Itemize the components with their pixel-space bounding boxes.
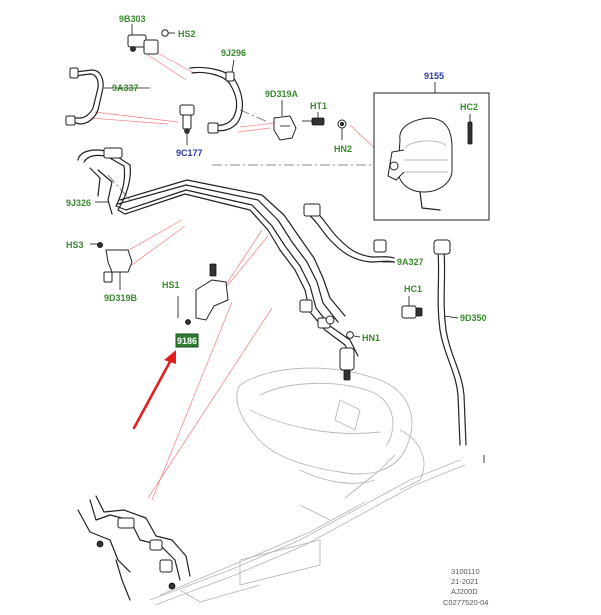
clip-hc1: [401, 296, 423, 319]
label-hn1: HN1: [362, 333, 380, 343]
red-leader-lines: [89, 49, 383, 501]
highlight-box: [175, 333, 199, 348]
hose-9d350: [433, 239, 485, 463]
lower-pipework: [77, 495, 191, 601]
highlighted-callout[interactable]: 9186: [175, 333, 199, 348]
clip-ht1: [302, 117, 325, 126]
fuel-lines-ghost: [149, 454, 466, 606]
label-9d350: 9D350: [460, 313, 487, 323]
fuel-tank-ghost: [236, 367, 425, 491]
bracket-9b303: [127, 34, 159, 55]
canister-box-9155: [373, 82, 490, 221]
bracket-9186: [177, 263, 229, 325]
label-9c177: 9C177: [176, 148, 203, 158]
label-hc2: HC2: [460, 102, 478, 112]
ref-line-1: 3100110: [451, 567, 480, 576]
label-9d319a: 9D319A: [265, 89, 299, 99]
label-hc1: HC1: [404, 284, 422, 294]
label-9155: 9155: [424, 71, 444, 81]
label-9d319b: 9D319B: [104, 293, 138, 303]
bracket-9d319a: [273, 115, 297, 141]
label-9j326: 9J326: [66, 198, 91, 208]
drawing-reference: 3100110 21-2021 AJ200D C0277520-04: [443, 567, 488, 607]
label-9j296: 9J296: [221, 48, 246, 58]
label-leaders: [95, 24, 459, 319]
bracket-9d319b: [90, 241, 133, 290]
dashed-leaders: [107, 109, 388, 201]
label-hs1: HS1: [162, 280, 180, 290]
ref-line-3: AJ200D: [451, 587, 478, 596]
label-hs2: HS2: [178, 29, 196, 39]
hose-9j296: [189, 66, 244, 134]
clip-9c177: [179, 104, 195, 145]
label-9a327: 9A327: [397, 257, 424, 267]
nut-hn2: [337, 119, 347, 129]
hs2-bolt: [161, 29, 175, 37]
line-bundle-9j326: [77, 147, 359, 381]
callout-labels: 9B303 HS2 9J296 9A337 9D319A HT1 HN2 9C1…: [66, 14, 487, 343]
label-hn2: HN2: [334, 144, 352, 154]
red-arrow-pointer: [132, 350, 176, 430]
hose-9a327: [303, 203, 395, 263]
label-ht1: HT1: [310, 101, 327, 111]
label-hs3: HS3: [66, 240, 84, 250]
ref-line-2: 21-2021: [451, 577, 479, 586]
label-9a337: 9A337: [112, 83, 139, 93]
label-9b303: 9B303: [119, 14, 146, 24]
hose-9a337: [65, 67, 104, 126]
nut-hn1: [346, 331, 361, 339]
ref-line-4: C0277520-04: [443, 598, 488, 607]
label-9186: 9186: [177, 336, 197, 346]
